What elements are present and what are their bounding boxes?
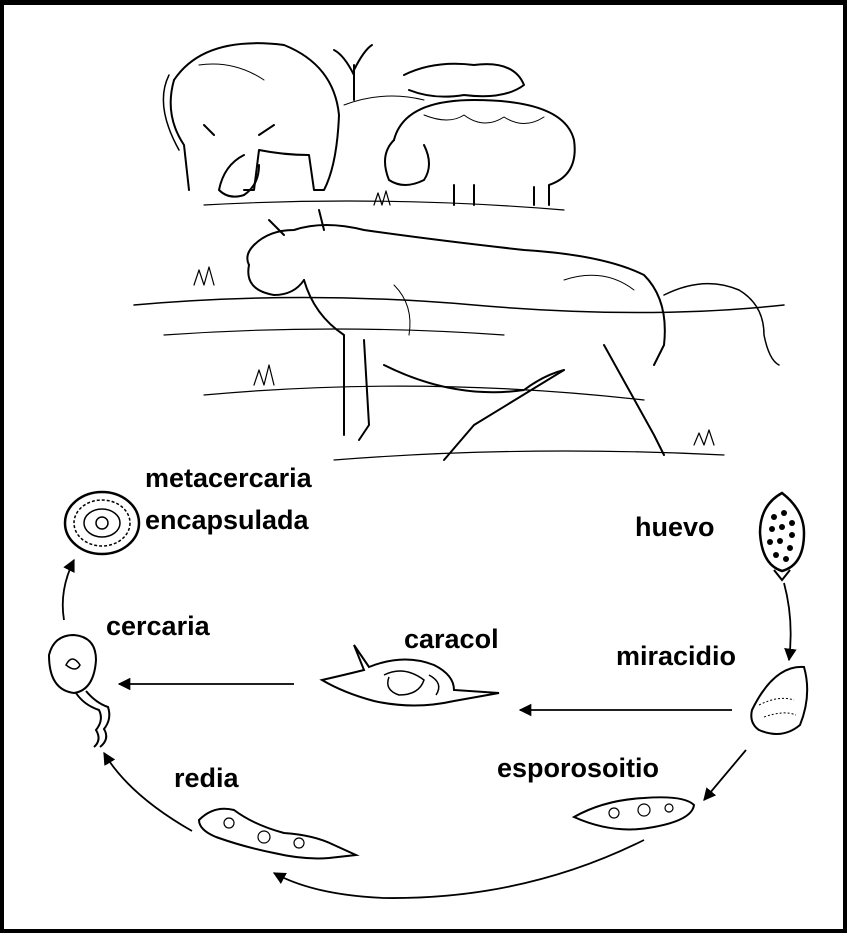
arrow-sporocyst-to-redia [274, 840, 644, 898]
snail-drawing [322, 645, 499, 706]
egg-drawing [760, 493, 804, 580]
label-metacercaria: metacercaria [145, 463, 312, 493]
label-caracol: caracol [404, 624, 499, 654]
label-redia: redia [174, 763, 239, 793]
grazing-cow [163, 43, 339, 196]
miracidium-drawing [751, 667, 807, 734]
life-cycle-illustration [4, 5, 847, 933]
redia-drawing [199, 809, 356, 859]
sheep [344, 64, 575, 205]
main-cow [247, 210, 779, 460]
arrow-egg-to-miracidium [784, 583, 791, 660]
label-miracidio: miracidio [616, 641, 736, 671]
cercaria-drawing [49, 635, 109, 747]
arrow-miracidium-to-sporocyst [704, 750, 746, 800]
label-huevo: huevo [635, 512, 715, 542]
label-esporosoitio: esporosoitio [497, 753, 659, 783]
metacercaria-cyst-drawing [65, 492, 139, 554]
sporocyst-drawing [574, 797, 694, 829]
label-encapsulada: encapsulada [145, 505, 309, 535]
arrow-cercaria-to-metacercaria [63, 560, 74, 620]
label-cercaria: cercaria [106, 611, 210, 641]
plant [334, 45, 372, 100]
grazing-scene [134, 43, 784, 460]
